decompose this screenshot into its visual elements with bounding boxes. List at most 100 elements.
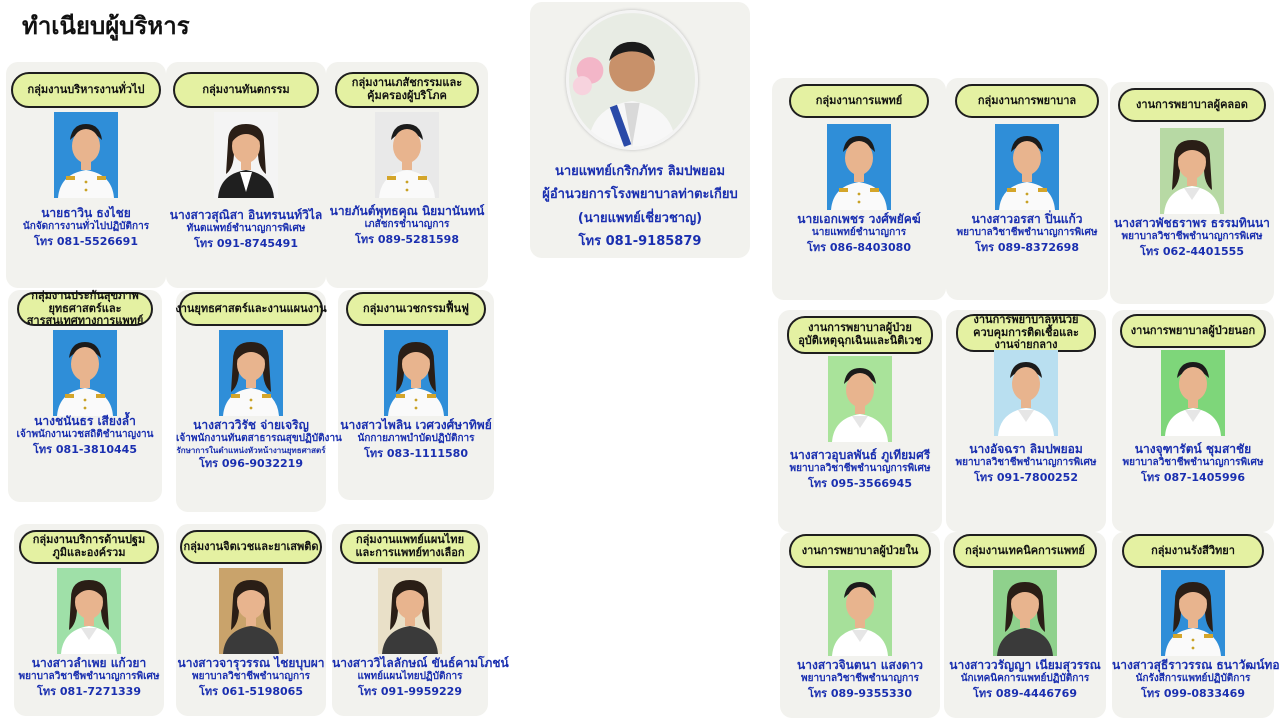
- staff-tel: โทร 089-9355330: [780, 686, 940, 701]
- staff-position: พยาบาลวิชาชีพชำนาญการพิเศษ: [778, 463, 942, 476]
- department-label: กลุ่มงานบริหารงานทั่วไป: [11, 72, 161, 108]
- staff-photo: [828, 570, 892, 656]
- staff-photo: [219, 330, 283, 416]
- director-rank: (นายแพทย์เชี่ยวชาญ): [530, 207, 750, 230]
- staff-position: เจ้าพนักงานทันตสาธารณสุขปฏิบัติงาน: [176, 433, 326, 446]
- staff-name: นางอัจฉรา ลิมปพยอม: [946, 442, 1106, 457]
- staff-photo: [378, 568, 442, 654]
- staff-info: นางสาวอรสา ปิ่นแก้วพยาบาลวิชาชีพชำนาญการ…: [946, 212, 1108, 255]
- department-label: กลุ่มงานประกันสุขภาพยุทธศาสตร์และสารสนเท…: [17, 292, 153, 326]
- department-label: กลุ่มงานการแพทย์: [789, 84, 929, 118]
- staff-photo: [214, 112, 278, 198]
- staff-info: นางสาวลำเพย แก้วยาพยาบาลวิชาชีพชำนาญการพ…: [14, 656, 164, 699]
- department-label: กลุ่มงานเทคนิคการแพทย์: [953, 534, 1097, 568]
- staff-tel: โทร 099-0833469: [1112, 686, 1274, 701]
- staff-info: นางสาววรัญญา เนียมสุวรรณนักเทคนิคการแพทย…: [944, 658, 1106, 701]
- staff-photo: [995, 124, 1059, 210]
- staff-photo: [994, 350, 1058, 436]
- staff-name: นายธาวิน ธงไชย: [6, 206, 166, 221]
- page-title: ทำเนียบผู้บริหาร: [22, 6, 190, 45]
- staff-tel: โทร 062-4401555: [1110, 244, 1274, 259]
- staff-name: นางสาวไพลิน เวศวงศ์ษาทิพย์: [338, 418, 494, 433]
- staff-info: นางสาวอุบลพันธ์ ภูเทียมศรีพยาบาลวิชาชีพช…: [778, 448, 942, 491]
- staff-position: พยาบาลวิชาชีพชำนาญการพิเศษ: [946, 457, 1106, 470]
- staff-name: นายภันต์พุทธคุณ นิยมานันทน์: [326, 204, 488, 219]
- department-label: งานการพยาบาลผู้ป่วยนอก: [1120, 314, 1266, 348]
- staff-info: นางจุฑารัตน์ ชุมสาชัยพยาบาลวิชาชีพชำนาญก…: [1112, 442, 1274, 485]
- staff-position: พยาบาลวิชาชีพชำนาญการพิเศษ: [1110, 231, 1274, 244]
- staff-info: นายภันต์พุทธคุณ นิยมานันทน์เภสัชกรชำนาญก…: [326, 204, 488, 247]
- staff-tel: โทร 091-9959229: [332, 684, 488, 699]
- staff-photo: [53, 330, 117, 416]
- staff-tel: โทร 089-4446769: [944, 686, 1106, 701]
- staff-tel: โทร 081-7271339: [14, 684, 164, 699]
- staff-info: นางสาวสุธีราวรรณ ธนาวัฒน์ทองมณีนักรังสีก…: [1112, 658, 1274, 701]
- staff-position: พยาบาลวิชาชีพชำนาญการ: [176, 671, 326, 684]
- staff-photo: [219, 568, 283, 654]
- staff-position: พยาบาลวิชาชีพชำนาญการพิเศษ: [14, 671, 164, 684]
- staff-position: นักเทคนิคการแพทย์ปฏิบัติการ: [944, 673, 1106, 686]
- staff-name: นางชนันธร เสียงล้ำ: [8, 414, 162, 429]
- staff-position: พยาบาลวิชาชีพชำนาญการพิเศษ: [946, 227, 1108, 240]
- staff-photo: [828, 356, 892, 442]
- staff-photo: [1161, 570, 1225, 656]
- director-photo: [566, 10, 698, 150]
- staff-tel: โทร 087-1405996: [1112, 470, 1274, 485]
- staff-position: เจ้าพนักงานเวชสถิติชำนาญงาน: [8, 429, 162, 442]
- staff-info: นางสาววิไลลักษณ์ ขันธ์คามโภชน์แพทย์แผนไท…: [332, 656, 488, 699]
- staff-tel: โทร 083-1111580: [338, 446, 494, 461]
- staff-position: นักรังสีการแพทย์ปฏิบัติการ: [1112, 673, 1274, 686]
- staff-name: นางสาวพัชธราพร ธรรมทินนา: [1110, 216, 1274, 231]
- staff-name: นางสาวอุบลพันธ์ ภูเทียมศรี: [778, 448, 942, 463]
- staff-info: นางสาวสุณิสา อินทรนนท์วิไลทันตแพทย์ชำนาญ…: [166, 208, 326, 251]
- director-name: นายแพทย์เกริกภัทร ลิมปพยอม: [530, 160, 750, 183]
- staff-tel: โทร 089-8372698: [946, 240, 1108, 255]
- staff-info: นางอัจฉรา ลิมปพยอมพยาบาลวิชาชีพชำนาญการพ…: [946, 442, 1106, 485]
- staff-name: นางสาวลำเพย แก้วยา: [14, 656, 164, 671]
- staff-tel: โทร 095-3566945: [778, 476, 942, 491]
- department-label: กลุ่มงานรังสีวิทยา: [1122, 534, 1264, 568]
- department-label: กลุ่มงานบริการด้านปฐมภูมิและองค์รวม: [19, 530, 159, 564]
- department-label: กลุ่มงานทันตกรรม: [173, 72, 319, 108]
- staff-name: นางสาวจารุวรรณ ไชยบุบผา: [176, 656, 326, 671]
- staff-name: นางสาวอรสา ปิ่นแก้ว: [946, 212, 1108, 227]
- director-tel: โทร 081-9185879: [530, 230, 750, 253]
- staff-photo: [1160, 128, 1224, 214]
- staff-position: แพทย์แผนไทยปฏิบัติการ: [332, 671, 488, 684]
- staff-photo: [1161, 350, 1225, 436]
- department-label: กลุ่มงานเภสัชกรรมและคุ้มครองผู้บริโภค: [335, 72, 479, 108]
- staff-name: นายเอกเพชร วงศ์พยัคฆ์: [772, 212, 946, 227]
- staff-name: นางสาววิไลลักษณ์ ขันธ์คามโภชน์: [332, 656, 488, 671]
- staff-position: นักกายภาพบำบัดปฏิบัติการ: [338, 433, 494, 446]
- staff-info: นายเอกเพชร วงศ์พยัคฆ์นายแพทย์ชำนาญการโทร…: [772, 212, 946, 255]
- staff-name: นางสาวจินตนา แสงดาว: [780, 658, 940, 673]
- staff-name: นางสาวสุณิสา อินทรนนท์วิไล: [166, 208, 326, 223]
- staff-tel: โทร 081-5526691: [6, 234, 166, 249]
- department-label: งานการพยาบาลผู้ป่วยใน: [789, 534, 931, 568]
- staff-tel: โทร 089-5281598: [326, 232, 488, 247]
- staff-tel: โทร 086-8403080: [772, 240, 946, 255]
- staff-photo: [827, 124, 891, 210]
- staff-photo: [54, 112, 118, 198]
- staff-info: นางสาววิรัช จ่ายเจริญเจ้าพนักงานทันตสาธา…: [176, 418, 326, 471]
- department-label: งานการพยาบาลผู้ป่วยอุบัติเหตุฉุกเฉินและน…: [787, 316, 933, 354]
- staff-tel: โทร 091-7800252: [946, 470, 1106, 485]
- staff-name: นางสาววรัญญา เนียมสุวรรณ: [944, 658, 1106, 673]
- department-label: งานการพยาบาลหน่วยควบคุมการติดเชื้อและงาน…: [956, 314, 1096, 352]
- staff-name: นางสาวสุธีราวรรณ ธนาวัฒน์ทองมณี: [1112, 658, 1274, 673]
- staff-info: นางสาวพัชธราพร ธรรมทินนาพยาบาลวิชาชีพชำน…: [1110, 216, 1274, 259]
- staff-tel: โทร 061-5198065: [176, 684, 326, 699]
- director-info: นายแพทย์เกริกภัทร ลิมปพยอม ผู้อำนวยการโร…: [530, 160, 750, 254]
- staff-position: เภสัชกรชำนาญการ: [326, 219, 488, 232]
- staff-tel: โทร 091-8745491: [166, 236, 326, 251]
- staff-position: ทันตแพทย์ชำนาญการพิเศษ: [166, 223, 326, 236]
- staff-info: นางสาวจินตนา แสงดาวพยาบาลวิชาชีพชำนาญการ…: [780, 658, 940, 701]
- staff-position: นักจัดการงานทั่วไปปฏิบัติการ: [6, 221, 166, 234]
- staff-photo: [57, 568, 121, 654]
- staff-position: พยาบาลวิชาชีพชำนาญการพิเศษ: [1112, 457, 1274, 470]
- department-label: กลุ่มงานการพยาบาล: [955, 84, 1099, 118]
- staff-name: นางจุฑารัตน์ ชุมสาชัย: [1112, 442, 1274, 457]
- staff-name: นางสาววิรัช จ่ายเจริญ: [176, 418, 326, 433]
- department-label: งานการพยาบาลผู้คลอด: [1118, 88, 1266, 122]
- staff-position: นายแพทย์ชำนาญการ: [772, 227, 946, 240]
